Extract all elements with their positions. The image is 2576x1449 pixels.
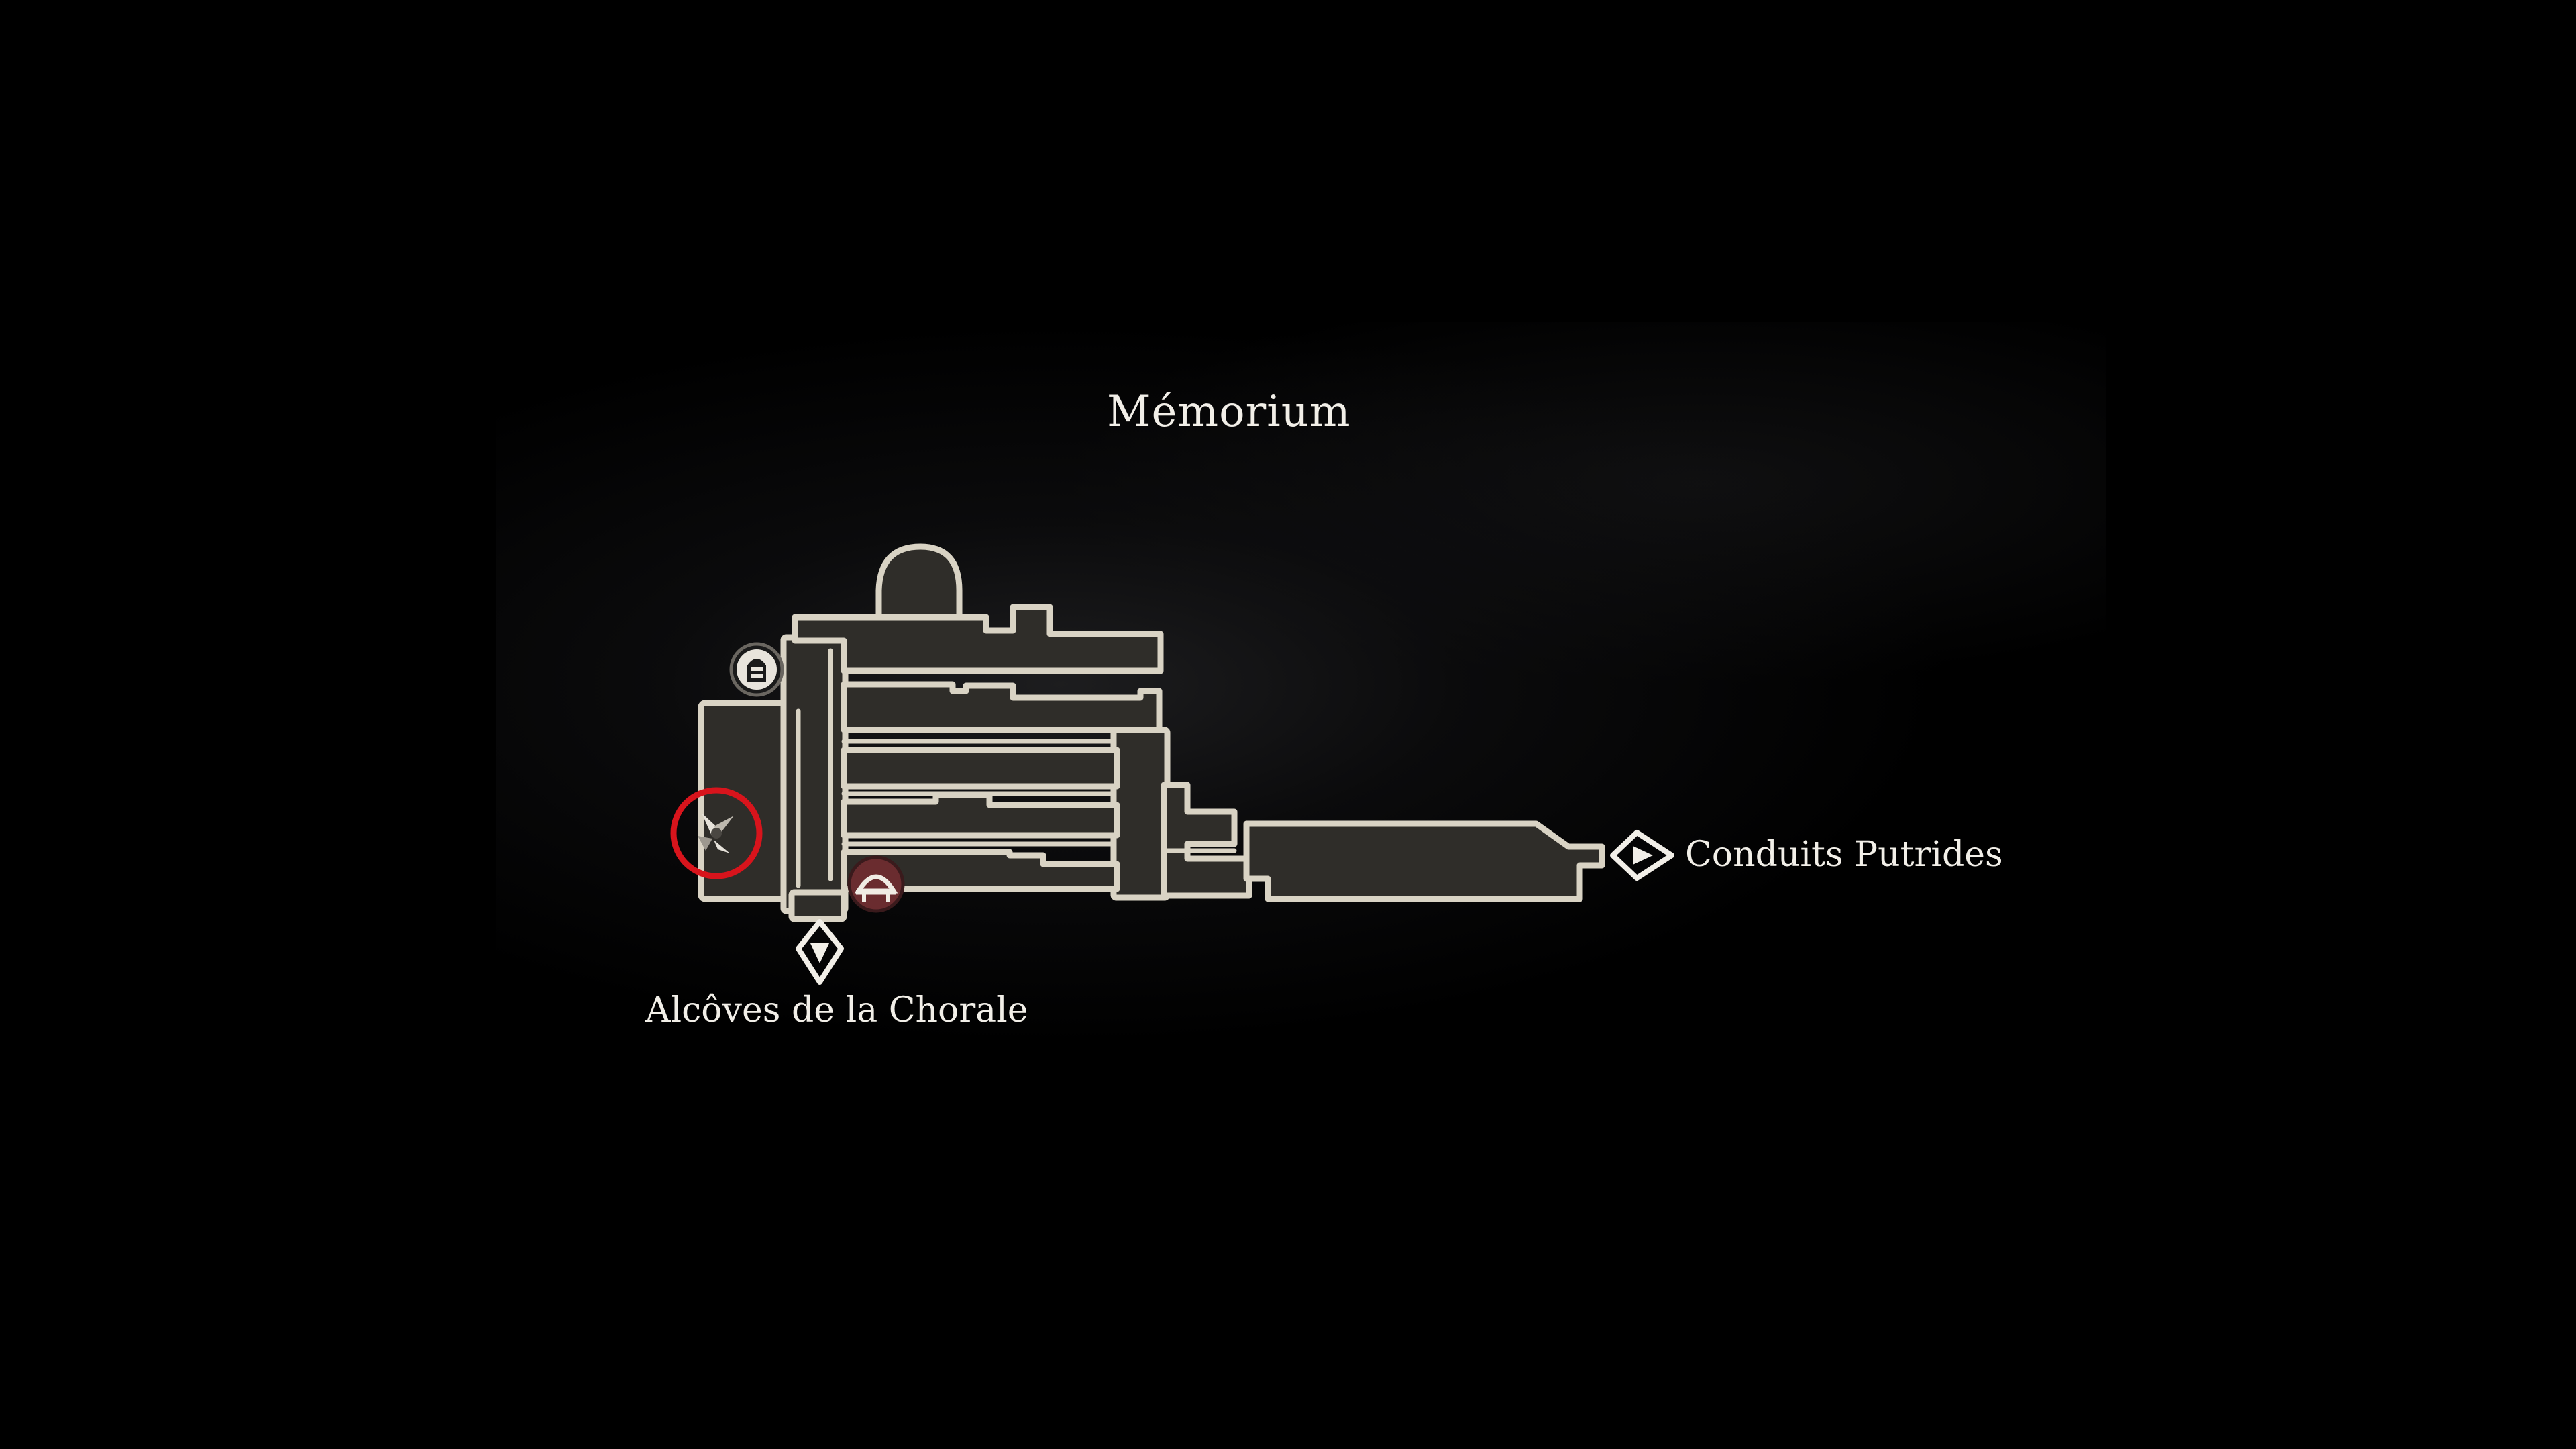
map-rooms	[698, 543, 1605, 922]
room-east-step	[1161, 782, 1252, 899]
room-fourth-corridor	[841, 792, 1120, 839]
room-top-corridor	[792, 604, 1164, 674]
room-dome	[875, 543, 963, 631]
room-fifth-corridor	[841, 849, 1120, 892]
exit-arrow-down-icon[interactable]	[796, 919, 844, 985]
highlight-ring	[670, 787, 763, 879]
room-long-corridor	[1243, 820, 1605, 902]
bench-icon	[698, 813, 734, 853]
exit-label-conduits-putrides[interactable]: Conduits Putrides	[1685, 835, 2003, 875]
map-inner-walls	[796, 648, 1237, 888]
exit-arrow-right-icon[interactable]	[1610, 830, 1674, 881]
room-east-connector	[1110, 727, 1171, 901]
room-second-corridor	[841, 681, 1163, 733]
area-title: Mémorium	[1107, 387, 1351, 437]
room-central-shaft	[780, 634, 849, 914]
room-third-corridor	[841, 747, 1120, 790]
room-south-stub	[788, 889, 847, 922]
bench-marker[interactable]	[670, 787, 763, 879]
shop-icon[interactable]	[847, 855, 905, 913]
exit-label-alcoves-de-la-chorale[interactable]: Alcôves de la Chorale	[645, 990, 1028, 1030]
lift-icon[interactable]	[729, 642, 784, 697]
